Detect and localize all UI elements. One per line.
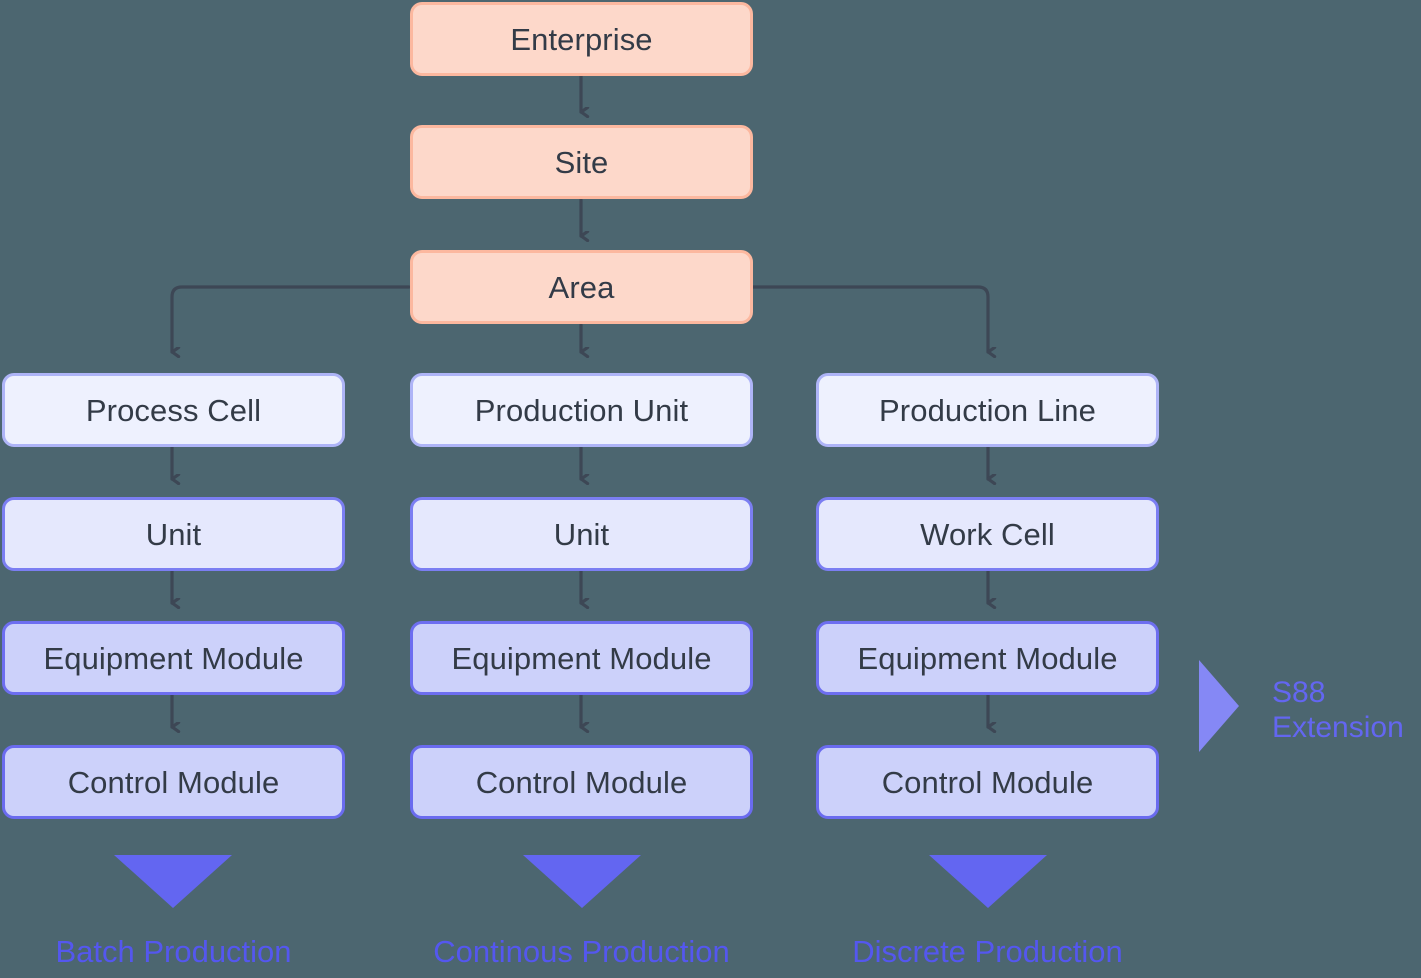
s88-extension-line1: S88 [1272, 676, 1326, 709]
node-control-module-discrete[interactable]: Control Module [816, 745, 1159, 819]
s88-extension-line2: Extension [1272, 711, 1404, 745]
node-area[interactable]: Area [410, 250, 753, 324]
node-unit-continous-label: Unit [553, 516, 610, 552]
outcome-arrow-icon-batch [114, 855, 232, 908]
node-equipment-module-batch[interactable]: Equipment Module [2, 621, 345, 695]
node-area-label: Area [548, 269, 615, 305]
node-enterprise-label: Enterprise [510, 21, 653, 57]
node-production-unit[interactable]: Production Unit [410, 373, 753, 447]
outcome-arrow-icon-discrete [929, 855, 1047, 908]
node-process-cell-label: Process Cell [85, 392, 262, 428]
outcome-label-batch: Batch Production [55, 934, 292, 969]
node-site-label: Site [554, 144, 609, 180]
outcome-label-continous: Continous Production [433, 934, 730, 969]
node-enterprise[interactable]: Enterprise [410, 2, 753, 76]
node-production-line-label: Production Line [879, 392, 1096, 428]
node-control-module-continous[interactable]: Control Module [410, 745, 753, 819]
node-site[interactable]: Site [410, 125, 753, 199]
node-control-module-batch[interactable]: Control Module [2, 745, 345, 819]
node-control-module-discrete-label: Control Module [881, 764, 1094, 800]
node-unit-batch[interactable]: Unit [2, 497, 345, 571]
node-unit-continous[interactable]: Unit [410, 497, 753, 571]
node-equipment-module-batch-label: Equipment Module [43, 640, 304, 676]
node-work-cell[interactable]: Work Cell [816, 497, 1159, 571]
outcome-arrow-icon-continous [523, 855, 641, 908]
node-equipment-module-continous-label: Equipment Module [451, 640, 712, 676]
outcome-label-discrete: Discrete Production [852, 934, 1123, 969]
node-process-cell[interactable]: Process Cell [2, 373, 345, 447]
node-equipment-module-discrete[interactable]: Equipment Module [816, 621, 1159, 695]
s88-extension-arrow-icon [1199, 660, 1239, 752]
node-unit-batch-label: Unit [145, 516, 202, 552]
node-control-module-batch-label: Control Module [67, 764, 280, 800]
node-work-cell-label: Work Cell [920, 516, 1055, 552]
s88-extension-label: S88 Extension [1272, 675, 1404, 745]
node-equipment-module-discrete-label: Equipment Module [857, 640, 1118, 676]
node-control-module-continous-label: Control Module [475, 764, 688, 800]
node-production-line[interactable]: Production Line [816, 373, 1159, 447]
node-production-unit-label: Production Unit [474, 392, 689, 428]
node-equipment-module-continous[interactable]: Equipment Module [410, 621, 753, 695]
